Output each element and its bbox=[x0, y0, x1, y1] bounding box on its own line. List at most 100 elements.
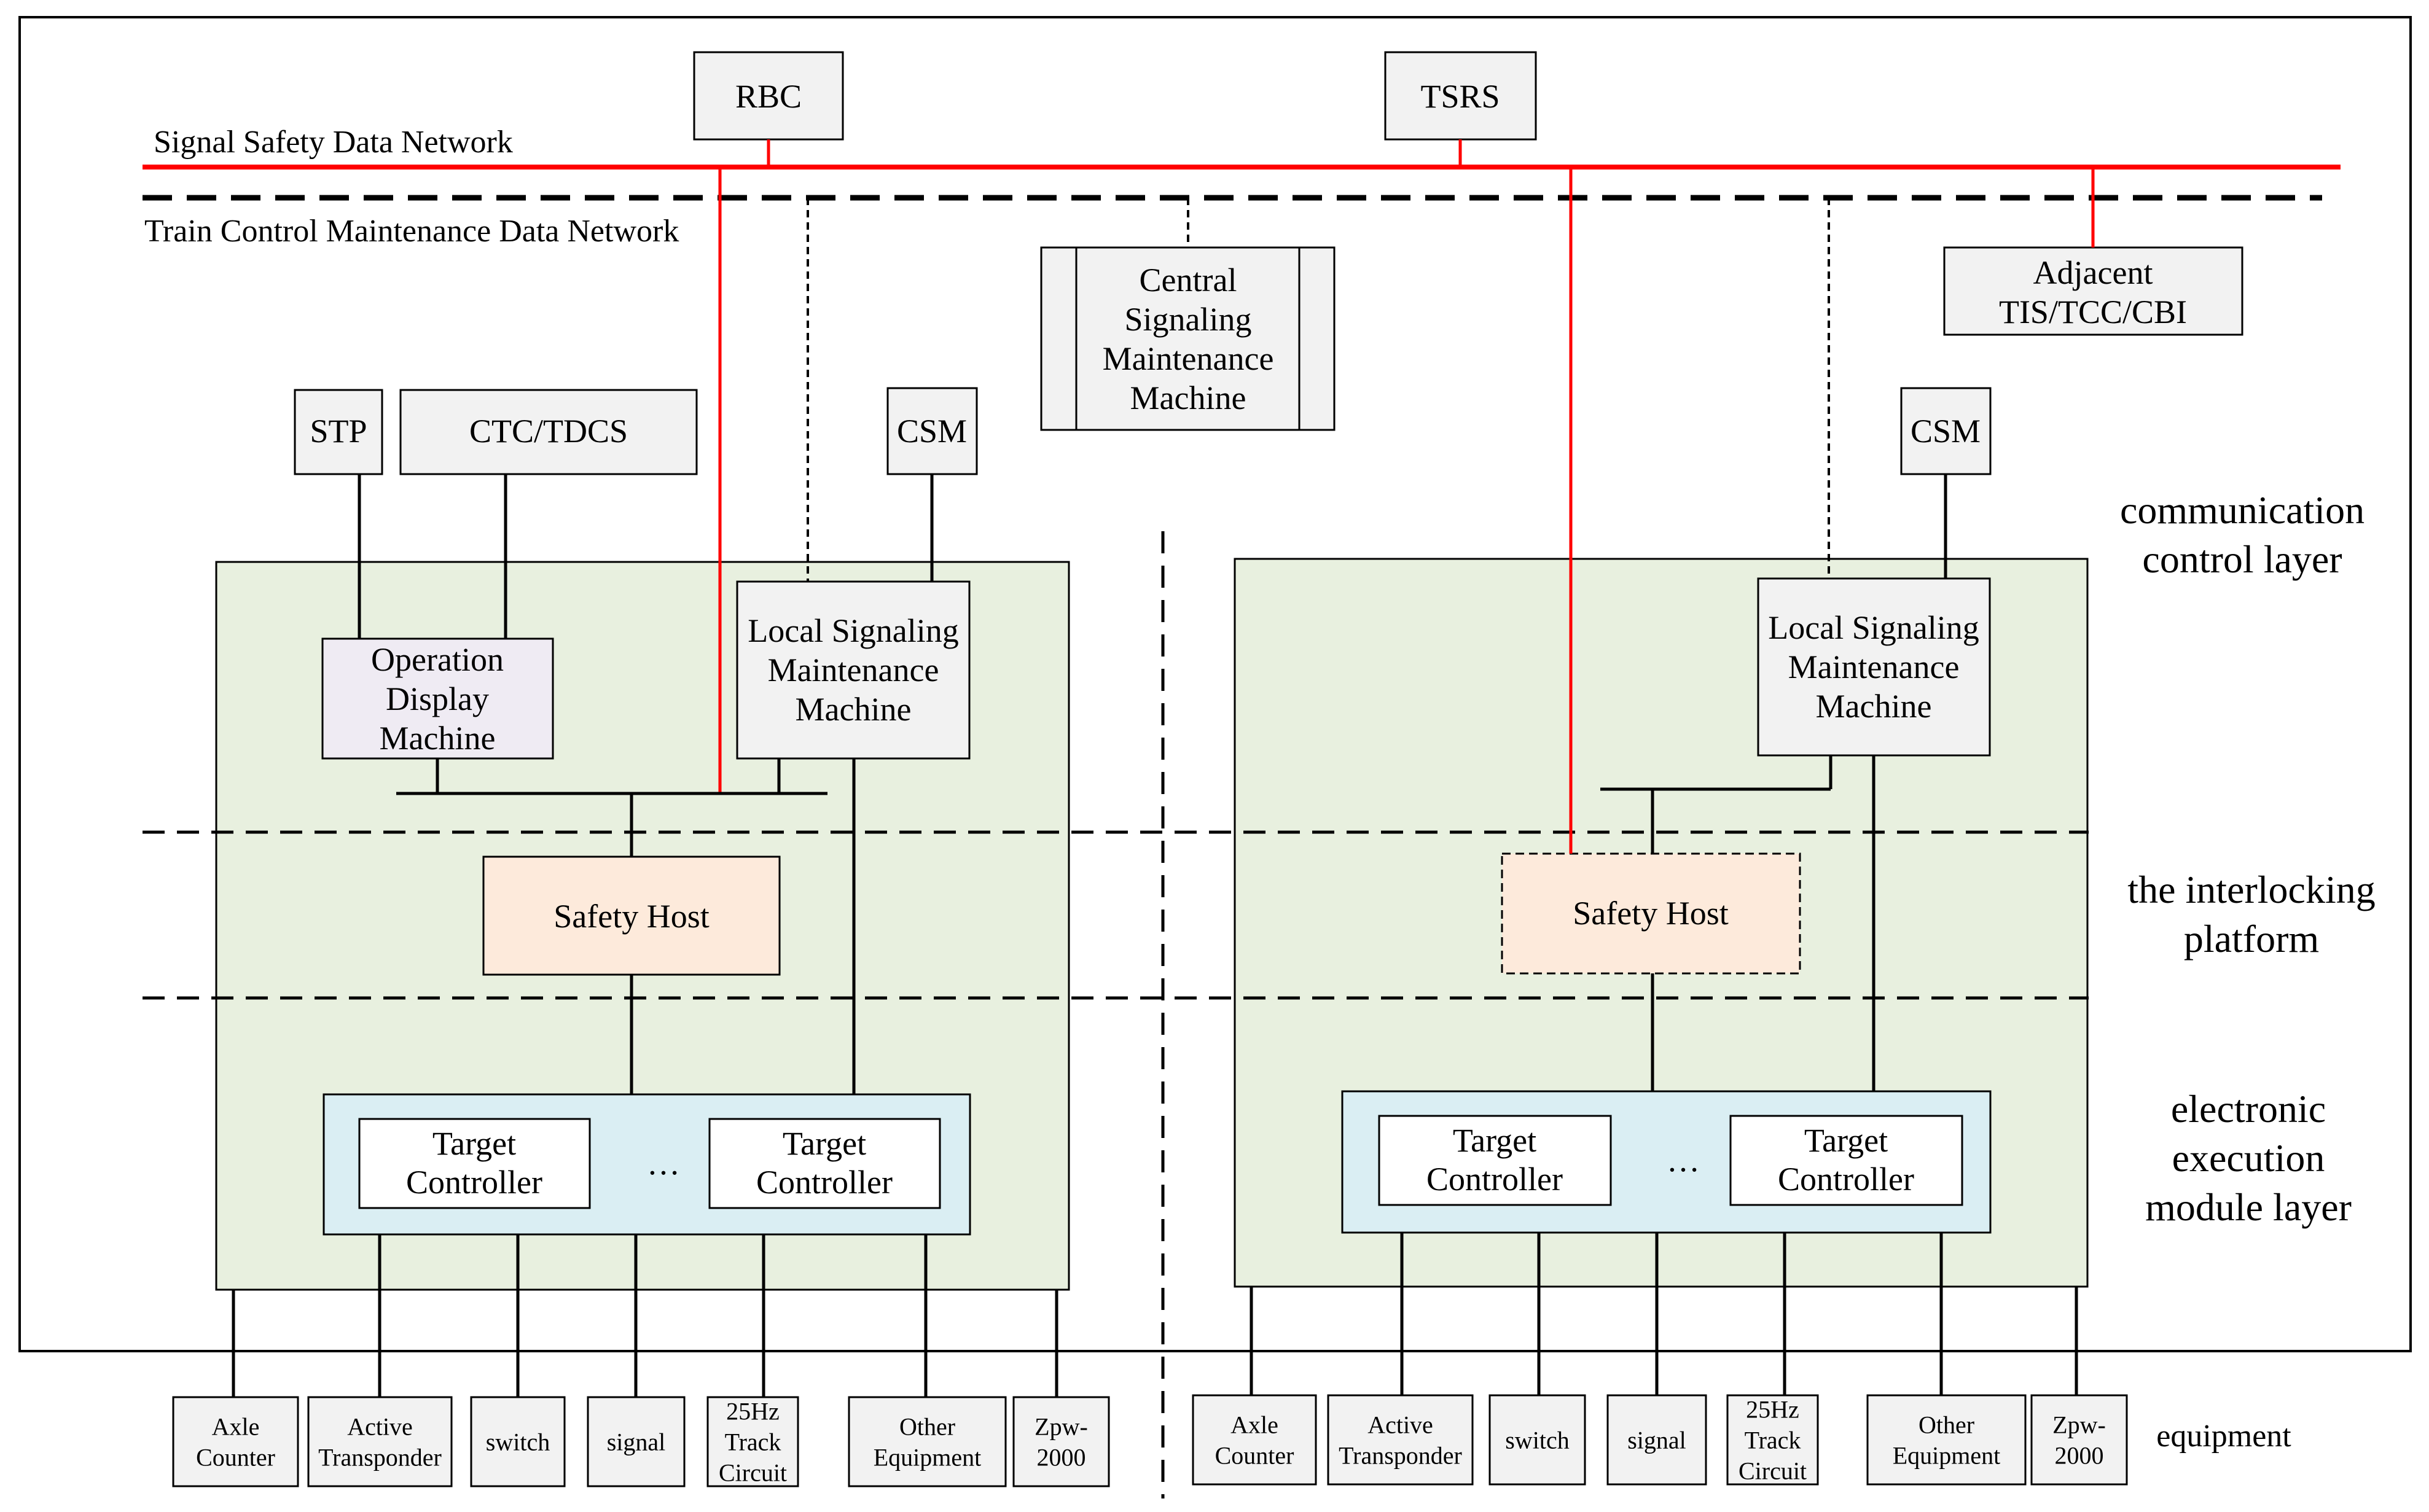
right-active-transponder-label-1: Active bbox=[1367, 1411, 1433, 1439]
layer-communication-1: communication bbox=[2120, 488, 2364, 532]
right-target-controller-2-label-2: Controller bbox=[1778, 1161, 1914, 1198]
right-zpw-2000-label-1: Zpw- bbox=[2052, 1411, 2106, 1439]
left-target-controller-2-label-2: Controller bbox=[756, 1164, 893, 1201]
left-active-transponder-label-1: Active bbox=[347, 1413, 413, 1441]
maintenance-network-label: Train Control Maintenance Data Network bbox=[144, 214, 679, 249]
left-axle-counter-label-1: Axle bbox=[212, 1413, 260, 1441]
right-target-controller-2-label-1: Target bbox=[1804, 1122, 1888, 1159]
adjacent-box bbox=[1943, 246, 2243, 336]
left-target-controller-1-label-1: Target bbox=[432, 1125, 516, 1162]
left-other-equipment-label-1: Other bbox=[899, 1413, 955, 1441]
central-maintenance-box bbox=[1040, 246, 1336, 431]
right-signal-label-1: signal bbox=[1627, 1427, 1686, 1454]
left-zpw-2000-box bbox=[1012, 1396, 1110, 1487]
layer-equipment: equipment bbox=[2156, 1419, 2291, 1454]
layer-electronic-1: electronic bbox=[2171, 1087, 2326, 1131]
left-track-circuit-label-1: 25Hz bbox=[726, 1398, 780, 1425]
adjacent-label-2: TIS/TCC/CBI bbox=[1999, 294, 2187, 330]
left-ellipsis: … bbox=[647, 1145, 680, 1182]
layer-interlocking-1: the interlocking bbox=[2127, 868, 2375, 911]
right-other-equipment-box bbox=[1866, 1394, 2027, 1486]
adjacent-label-1: Adjacent bbox=[2033, 254, 2153, 291]
right-axle-counter-label-2: Counter bbox=[1215, 1442, 1294, 1470]
left-track-circuit-box bbox=[706, 1396, 799, 1487]
right-safety-host-label: Safety Host bbox=[1573, 895, 1728, 932]
left-local-maintenance-label-3: Machine bbox=[796, 691, 912, 728]
left-axle-counter-label-2: Counter bbox=[196, 1444, 275, 1471]
signal-safety-network-label: Signal Safety Data Network bbox=[154, 125, 513, 160]
left-other-equipment-box bbox=[848, 1396, 1007, 1487]
left-operation-display-box bbox=[321, 637, 554, 760]
tsrs-label: TSRS bbox=[1420, 78, 1500, 115]
right-switch-label-1: switch bbox=[1505, 1427, 1569, 1454]
left-zpw-2000-label-2: 2000 bbox=[1037, 1444, 1086, 1471]
left-signal-box bbox=[587, 1396, 686, 1487]
right-switch-box bbox=[1488, 1394, 1586, 1486]
right-track-circuit-box bbox=[1726, 1394, 1819, 1486]
left-stp-box bbox=[294, 389, 383, 475]
right-active-transponder-box bbox=[1327, 1394, 1474, 1486]
right-active-transponder-label-2: Transponder bbox=[1339, 1442, 1462, 1470]
right-local-maintenance-label-2: Maintenance bbox=[1788, 649, 1960, 685]
right-target-controller-1-label-1: Target bbox=[1453, 1122, 1536, 1159]
central-maintenance-label-2: Signaling bbox=[1124, 301, 1251, 338]
right-other-equipment-label-2: Equipment bbox=[1893, 1442, 2001, 1470]
left-active-transponder-label-2: Transponder bbox=[318, 1444, 442, 1471]
right-target-controller-1-label-2: Controller bbox=[1426, 1161, 1563, 1198]
right-connections bbox=[1569, 167, 1947, 1091]
left-switch-box bbox=[470, 1396, 566, 1487]
right-local-maintenance-box bbox=[1757, 577, 1991, 757]
left-switch-label-1: switch bbox=[486, 1428, 550, 1456]
layer-communication-2: control layer bbox=[2142, 537, 2342, 581]
right-track-circuit-label-2: Track bbox=[1745, 1427, 1801, 1454]
right-target-controller-1-box bbox=[1378, 1115, 1612, 1206]
left-connections bbox=[358, 167, 934, 1094]
left-target-controller-2-label-1: Target bbox=[783, 1125, 866, 1162]
outer-frame bbox=[18, 16, 2412, 1352]
left-axle-counter-box bbox=[172, 1396, 299, 1487]
left-active-transponder-box bbox=[307, 1396, 453, 1487]
central-maintenance-label-1: Central bbox=[1140, 262, 1237, 298]
right-local-maintenance-label-1: Local Signaling bbox=[1768, 609, 1979, 646]
left-track-circuit-label-3: Circuit bbox=[719, 1459, 787, 1487]
left-target-controller-1-label-2: Controller bbox=[406, 1164, 542, 1201]
central-maintenance-label-3: Maintenance bbox=[1103, 340, 1274, 377]
right-csm-label: CSM bbox=[1911, 413, 1981, 450]
rbc-box bbox=[693, 51, 844, 141]
left-ctc-tdcs-label: CTC/TDCS bbox=[469, 413, 628, 450]
right-csm-box bbox=[1900, 387, 1992, 475]
left-signal-label-1: signal bbox=[607, 1428, 666, 1456]
left-operation-display-label-2: Display bbox=[386, 680, 489, 717]
rbc-label: RBC bbox=[735, 78, 802, 115]
left-csm-label: CSM bbox=[897, 413, 967, 450]
right-safety-host-box bbox=[1501, 852, 1801, 975]
left-stp-label: STP bbox=[310, 413, 367, 450]
left-operation-display-label-3: Machine bbox=[380, 720, 496, 757]
right-signal-box bbox=[1606, 1394, 1707, 1486]
left-local-maintenance-box bbox=[736, 580, 971, 760]
left-target-controller-1-box bbox=[358, 1118, 591, 1209]
left-safety-host-box bbox=[482, 855, 781, 976]
left-local-maintenance-label-2: Maintenance bbox=[768, 652, 939, 688]
tsrs-box bbox=[1384, 51, 1537, 141]
left-safety-host-label: Safety Host bbox=[553, 898, 709, 935]
left-other-equipment-label-2: Equipment bbox=[874, 1444, 982, 1471]
right-track-circuit-label-3: Circuit bbox=[1739, 1457, 1807, 1485]
left-local-maintenance-label-1: Local Signaling bbox=[748, 612, 958, 649]
right-zpw-2000-box bbox=[2030, 1394, 2128, 1486]
left-target-controller-2-box bbox=[708, 1118, 941, 1209]
right-target-controller-2-box bbox=[1729, 1115, 1963, 1206]
right-other-equipment-label-1: Other bbox=[1919, 1411, 1974, 1439]
left-operation-display-label-1: Operation bbox=[371, 641, 504, 678]
right-zpw-2000-label-2: 2000 bbox=[2055, 1442, 2104, 1470]
right-axle-counter-label-1: Axle bbox=[1230, 1411, 1278, 1439]
layer-interlocking-2: platform bbox=[2184, 917, 2319, 961]
left-track-circuit-label-2: Track bbox=[725, 1428, 781, 1456]
right-track-circuit-label-1: 25Hz bbox=[1746, 1396, 1799, 1424]
left-ctc-tdcs-box bbox=[399, 389, 698, 475]
layer-electronic-2: execution bbox=[2172, 1136, 2325, 1180]
right-local-maintenance-label-3: Machine bbox=[1816, 688, 1932, 725]
